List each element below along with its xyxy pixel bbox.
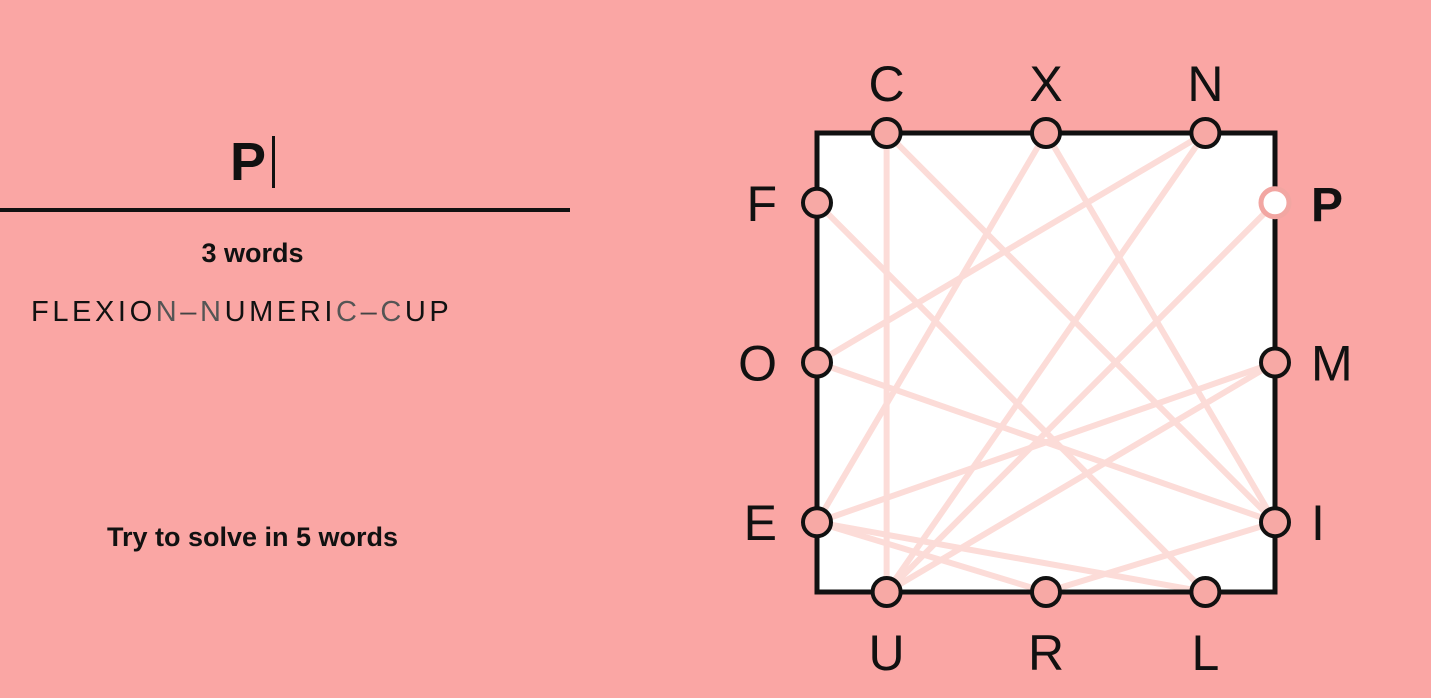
- solution-joint-letter: C: [380, 296, 405, 328]
- solution-word-chain: FLEXION–NUMERIC–CUP: [31, 294, 452, 330]
- words-used-count: 3 words: [201, 238, 304, 268]
- letter-label[interactable]: F: [746, 176, 777, 232]
- solution-joint-letter: N: [155, 296, 181, 328]
- word-entry-panel: P 3 words FLEXION–NUMERIC–CUP Try to sol…: [0, 0, 570, 698]
- letter-node-l[interactable]: [1189, 576, 1222, 608]
- letter-board: C X N P M I U R L F O E: [690, 40, 1410, 698]
- used-path-line: [814, 130, 1209, 366]
- solution-joint-letter: N: [200, 296, 225, 328]
- solution-word-part: UP: [404, 296, 453, 328]
- letter-node-u[interactable]: [870, 576, 903, 608]
- letter-label[interactable]: L: [1191, 625, 1219, 681]
- text-caret-icon: [272, 136, 275, 188]
- word-input-area[interactable]: P: [0, 120, 570, 212]
- letter-label[interactable]: E: [744, 495, 777, 551]
- letter-node-f[interactable]: [801, 186, 833, 219]
- used-path-line: [1043, 130, 1278, 526]
- letter-node-c[interactable]: [870, 117, 903, 149]
- goal-message: Try to solve in 5 words: [106, 522, 399, 552]
- letter-label[interactable]: O: [738, 336, 777, 392]
- solution-word-part: FLEXIO: [31, 296, 156, 328]
- used-path-line: [814, 519, 1209, 595]
- used-path-line: [814, 359, 1278, 526]
- letter-label[interactable]: M: [1311, 336, 1353, 392]
- letter-label[interactable]: I: [1311, 495, 1325, 551]
- letter-node-i[interactable]: [1259, 506, 1291, 539]
- solution-separator: –: [360, 296, 381, 328]
- letter-node-r[interactable]: [1030, 576, 1062, 608]
- letter-label[interactable]: C: [869, 56, 905, 112]
- used-path-line: [883, 199, 1278, 595]
- used-path-line: [1043, 519, 1278, 595]
- letter-label[interactable]: N: [1187, 56, 1223, 112]
- letter-node-e[interactable]: [801, 506, 833, 539]
- solution-separator: –: [180, 296, 201, 328]
- used-path-line: [883, 359, 1278, 595]
- current-word: P: [230, 132, 268, 192]
- used-path-line: [883, 130, 1209, 595]
- letter-node-x[interactable]: [1030, 117, 1062, 149]
- letter-node-o[interactable]: [801, 346, 833, 379]
- letter-label[interactable]: R: [1028, 625, 1064, 681]
- letter-label[interactable]: U: [869, 625, 905, 681]
- solution-joint-letter: C: [336, 296, 361, 328]
- used-path-line: [883, 130, 1278, 526]
- letter-label[interactable]: X: [1029, 56, 1062, 112]
- letter-board-svg: C X N P M I U R L F O E: [738, 56, 1353, 681]
- letter-node-n[interactable]: [1189, 117, 1222, 149]
- used-path-line: [814, 130, 1049, 526]
- used-path-line: [814, 199, 1209, 595]
- letter-label[interactable]: P: [1311, 179, 1343, 232]
- used-path-line: [814, 519, 1049, 595]
- letter-node-m[interactable]: [1259, 346, 1291, 379]
- letter-node-p[interactable]: [1258, 186, 1292, 220]
- solution-word-part: UMERI: [224, 296, 337, 328]
